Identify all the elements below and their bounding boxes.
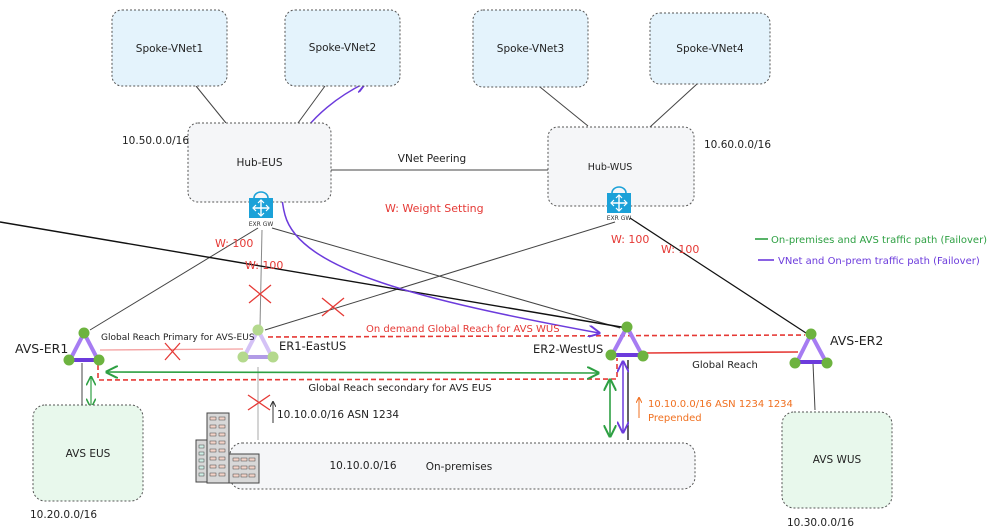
avs-er2-label: AVS-ER2 bbox=[830, 333, 883, 348]
hub-eus-cidr: 10.50.0.0/16 bbox=[122, 135, 189, 147]
hub-wus[interactable] bbox=[547, 126, 695, 207]
gr-on-demand-label: On demand Global Reach for AVS WUS bbox=[366, 324, 560, 335]
gr-on-demand-line bbox=[267, 334, 806, 338]
er1-eastus-circuit-icon[interactable] bbox=[237, 324, 279, 363]
avs-eus-cidr: 10.20.0.0/16 bbox=[30, 509, 97, 521]
gr-primary-label: Global Reach Primary for AVS-EUS bbox=[101, 333, 255, 343]
onprem-box[interactable] bbox=[229, 442, 696, 490]
weight-eus-1: W: 100 bbox=[215, 237, 253, 250]
link-spoke1-hub bbox=[195, 85, 227, 124]
cross-gw-er1 bbox=[248, 284, 272, 304]
legend-green-label: On-premises and AVS traffic path (Failov… bbox=[771, 235, 987, 246]
hub-wus-label: Hub-WUS bbox=[588, 162, 633, 173]
gr-secondary-line bbox=[97, 358, 618, 381]
cross-gw-wus-er1 bbox=[321, 297, 345, 317]
route-er2-label-line1: 10.10.0.0/16 ASN 1234 1234 bbox=[648, 399, 793, 410]
spoke-vnet2[interactable] bbox=[284, 9, 401, 87]
link-gw-eus-er1 bbox=[259, 229, 263, 328]
link-gw-wus-er2 bbox=[0, 221, 628, 329]
avs-wus-label: AVS WUS bbox=[813, 454, 862, 466]
spoke-vnet2-label: Spoke-VNet2 bbox=[309, 42, 376, 54]
avs-er2-circuit-icon[interactable] bbox=[789, 328, 833, 369]
gw-wus-label: EXR GW bbox=[607, 215, 632, 222]
er2-westus-label: ER2-WestUS bbox=[533, 342, 603, 356]
route-er1-label: 10.10.0.0/16 ASN 1234 bbox=[277, 409, 399, 421]
link-gw-eus-avs-er1 bbox=[89, 227, 259, 331]
er2-westus-circuit-icon[interactable] bbox=[605, 321, 649, 362]
er1-eastus-label: ER1-EastUS bbox=[279, 339, 346, 353]
spoke-vnet3[interactable] bbox=[472, 9, 589, 88]
weight-wus-2: W: 100 bbox=[661, 243, 699, 256]
gw-eus-label: EXR GW bbox=[249, 221, 274, 228]
onprem-cidr: 10.10.0.0/16 bbox=[330, 460, 397, 472]
spoke-vnet4[interactable] bbox=[649, 12, 771, 85]
weight-eus-2: W: 100 bbox=[245, 259, 283, 272]
hub-eus-label: Hub-EUS bbox=[237, 157, 283, 169]
hub-wus-cidr: 10.60.0.0/16 bbox=[704, 139, 771, 151]
onprem-label: On-premises bbox=[426, 461, 492, 473]
expressroute-gateway-eus-icon bbox=[249, 191, 273, 218]
link-spoke2-hub bbox=[297, 85, 326, 124]
gr-secondary-label: Global Reach secondary for AVS EUS bbox=[308, 383, 491, 394]
green-path-er1-er2 bbox=[107, 372, 598, 373]
spoke-vnet1[interactable] bbox=[111, 9, 228, 87]
vnet-peering-label: VNet Peering bbox=[398, 153, 466, 165]
spoke-vnet1-label: Spoke-VNet1 bbox=[136, 43, 203, 55]
avs-eus-label: AVS EUS bbox=[66, 448, 111, 460]
weight-wus-1: W: 100 bbox=[611, 233, 649, 246]
spoke-vnet4-label: Spoke-VNet4 bbox=[676, 43, 744, 55]
avs-er1-label: AVS-ER1 bbox=[15, 341, 68, 356]
building-icon bbox=[195, 412, 260, 484]
link-gw-eus-er2 bbox=[271, 227, 621, 329]
expressroute-gateway-wus-icon bbox=[607, 186, 631, 213]
link-gw-wus-avs-er2 bbox=[629, 217, 807, 334]
cross-er1-onprem bbox=[247, 394, 271, 411]
cross-gr-primary bbox=[164, 342, 181, 361]
route-er2-label-line2: Prepended bbox=[648, 413, 702, 424]
link-avs-er2-avs-wus bbox=[812, 362, 816, 411]
link-spoke4-hub bbox=[649, 83, 698, 128]
avs-eus-box[interactable] bbox=[32, 404, 144, 502]
weight-setting-label: W: Weight Setting bbox=[385, 202, 484, 215]
avs-wus-box[interactable] bbox=[781, 411, 893, 509]
avs-wus-cidr: 10.30.0.0/16 bbox=[787, 517, 854, 526]
global-reach-label: Global Reach bbox=[692, 360, 758, 371]
legend-purple-label: VNet and On-prem traffic path (Failover) bbox=[778, 256, 980, 267]
hub-eus[interactable] bbox=[187, 122, 332, 203]
avs-er1-circuit-icon[interactable] bbox=[63, 327, 105, 366]
link-spoke3-hub bbox=[539, 86, 589, 127]
global-reach-line bbox=[644, 351, 799, 354]
spoke-vnet3-label: Spoke-VNet3 bbox=[497, 43, 564, 55]
